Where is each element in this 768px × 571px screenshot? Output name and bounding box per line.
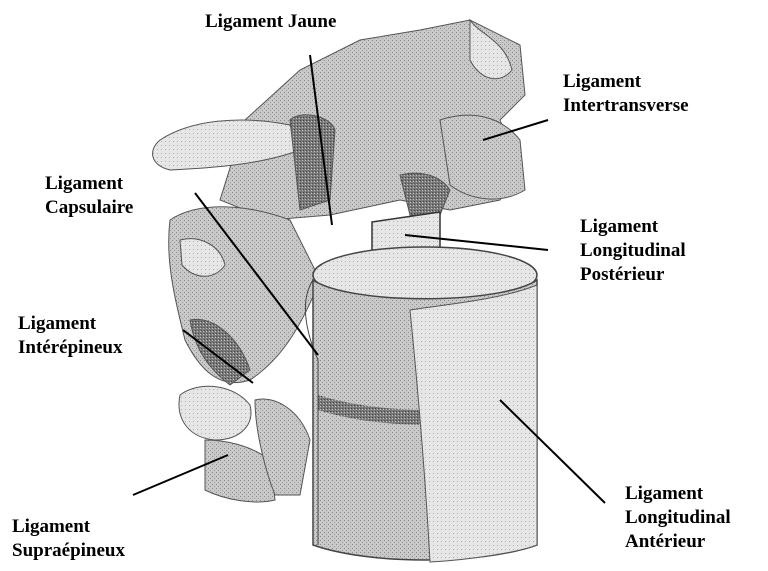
label-ligament-longitudinal-posterieur: Ligament Longitudinal Postérieur [580,215,686,287]
label-ligament-jaune: Ligament Jaune [205,10,336,34]
lateral-processes [169,207,320,502]
vertebral-body [305,247,537,562]
label-ligament-intertransverse: Ligament Intertransverse [563,70,689,118]
label-ligament-capsulaire: Ligament Capsulaire [45,172,133,220]
label-ligament-interepineux: Ligament Intérépineux [18,312,123,360]
label-ligament-supraepineux: Ligament Supraépineux [12,515,125,563]
posterior-arch [153,20,525,220]
label-ligament-longitudinal-anterieur: Ligament Longitudinal Antérieur [625,482,731,554]
